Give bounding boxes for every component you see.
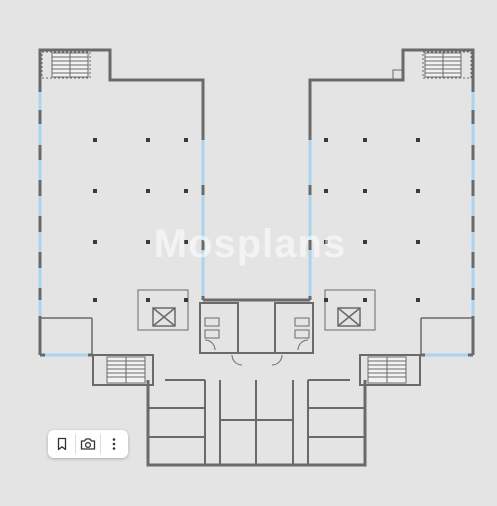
column: [363, 138, 367, 142]
column: [146, 298, 150, 302]
right-wing: [308, 48, 475, 357]
column: [363, 240, 367, 244]
column: [93, 189, 97, 193]
more-button[interactable]: [102, 432, 126, 456]
column: [416, 138, 420, 142]
column: [93, 240, 97, 244]
column: [184, 138, 188, 142]
column: [146, 189, 150, 193]
column: [93, 138, 97, 142]
bookmark-icon: [58, 437, 67, 451]
stair-left-bottom: [92, 354, 154, 386]
column: [324, 189, 328, 193]
camera-button[interactable]: [76, 432, 100, 456]
column: [146, 138, 150, 142]
stair-right-bottom: [359, 354, 421, 386]
elevator-left: [137, 289, 189, 331]
map-toolbar: [48, 430, 128, 458]
more-vertical-icon: [112, 438, 116, 450]
column: [363, 189, 367, 193]
elevator-right: [324, 289, 376, 331]
column: [363, 298, 367, 302]
column: [184, 240, 188, 244]
column: [184, 189, 188, 193]
bookmark-button[interactable]: [50, 432, 74, 456]
column: [324, 240, 328, 244]
core-rooms: [204, 317, 310, 366]
stair-left-top: [41, 51, 91, 79]
column: [324, 298, 328, 302]
column: [93, 298, 97, 302]
central-block: [146, 298, 367, 467]
stair-right-top: [392, 51, 472, 81]
column: [416, 240, 420, 244]
camera-icon: [80, 438, 96, 450]
structural-columns: [93, 138, 420, 302]
column: [146, 240, 150, 244]
toolbar-divider: [74, 434, 76, 454]
toolbar-divider: [100, 434, 102, 454]
column: [324, 138, 328, 142]
column: [184, 298, 188, 302]
column: [416, 298, 420, 302]
column: [416, 189, 420, 193]
left-wing: [38, 48, 205, 357]
